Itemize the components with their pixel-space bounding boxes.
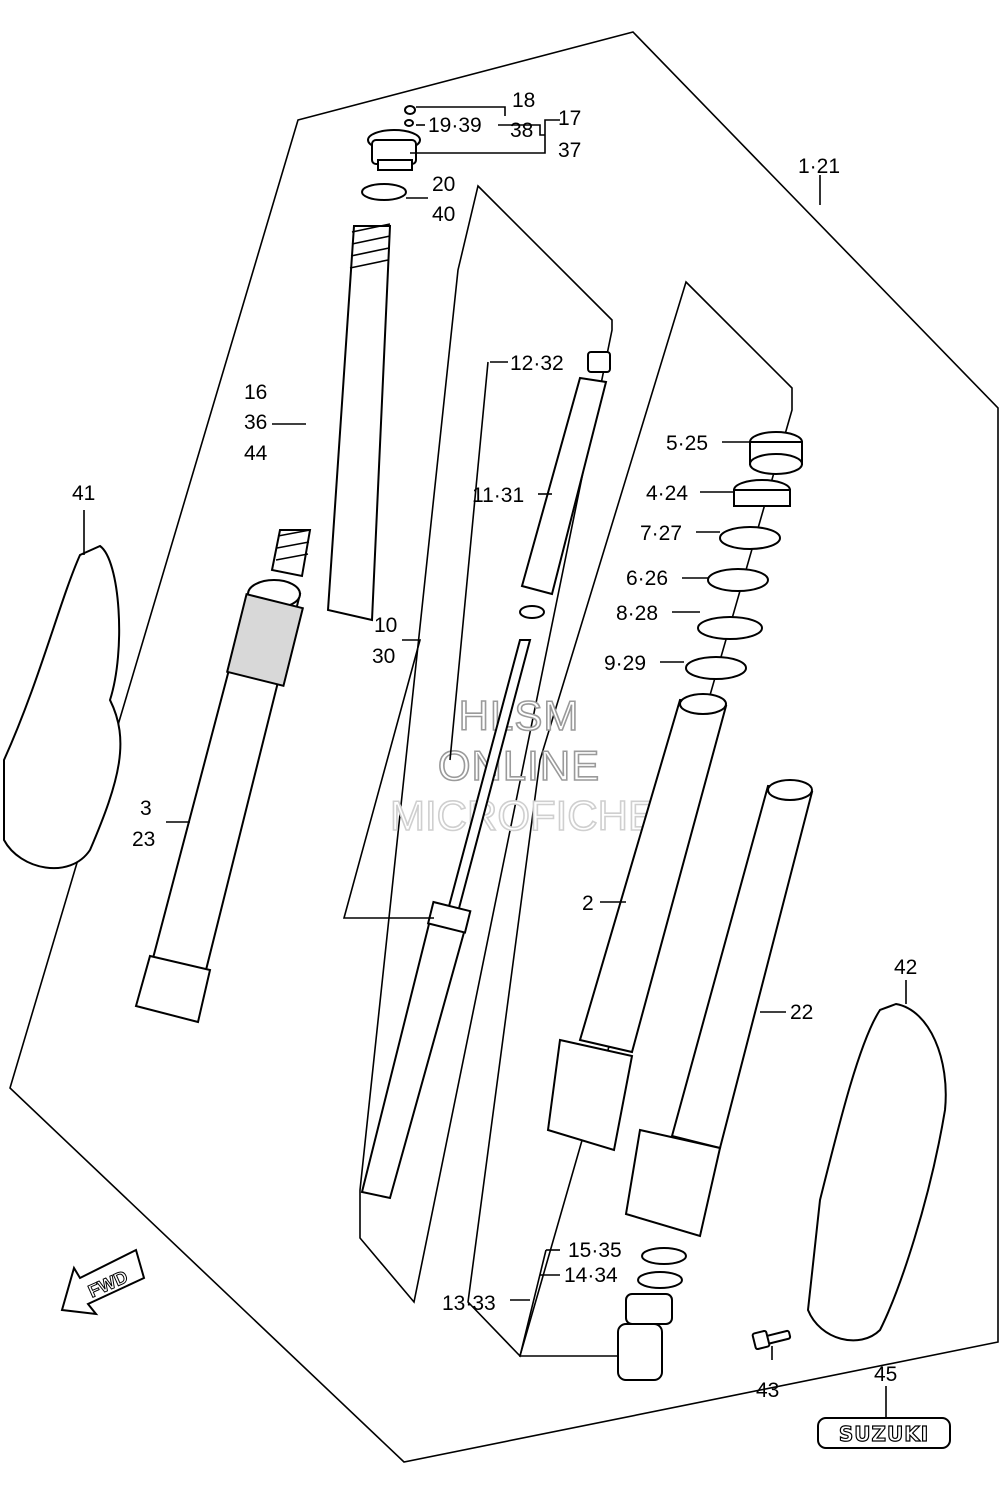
callout-22: 22 [790, 1001, 813, 1024]
part-seal-stack [685, 431, 803, 680]
part-cap-bolt [367, 105, 421, 171]
leader-lines [83, 106, 907, 1418]
part-outer-tube-22 [624, 779, 814, 1238]
callout-43: 43 [756, 1379, 779, 1402]
part-base-valve [617, 1247, 687, 1381]
callout-1-21: 1·21 [798, 155, 840, 178]
watermark: HLSM ONLINE MICROFICHE [389, 691, 657, 840]
part-fork-guard-42 [806, 1002, 947, 1342]
callout-18: 18 [512, 89, 535, 112]
callout-3: 3 [140, 797, 152, 820]
callout-38: 38 [510, 119, 533, 142]
svg-text:HLSM: HLSM [459, 692, 580, 739]
part-suzuki-emblem: SUZUKI [817, 1417, 951, 1449]
callout-13-33: 13·33 [442, 1292, 496, 1315]
callout-5-25: 5·25 [666, 432, 708, 455]
part-o-ring-20 [361, 183, 407, 201]
callout-45: 45 [874, 1363, 897, 1386]
callout-4-24: 4·24 [646, 482, 688, 505]
callout-7-27: 7·27 [640, 522, 682, 545]
callout-17: 17 [558, 107, 581, 130]
callout-44: 44 [244, 442, 268, 465]
callout-12-32: 12·32 [510, 352, 564, 375]
callout-20: 20 [432, 173, 455, 196]
callout-8-28: 8·28 [616, 602, 658, 625]
part-inner-tube [134, 579, 305, 1024]
part-bolt-43 [751, 1329, 792, 1351]
callout-23: 23 [132, 828, 155, 851]
svg-text:ONLINE: ONLINE [438, 742, 600, 789]
part-fork-guard-41 [3, 544, 122, 870]
callout-36: 36 [244, 411, 267, 434]
callout-37: 37 [558, 139, 581, 162]
callout-15-35: 15·35 [568, 1239, 622, 1262]
callout-11-31: 11·31 [472, 484, 524, 507]
callout-41: 41 [72, 482, 95, 505]
part-spring [270, 223, 392, 622]
part-damper-cartridge [360, 351, 611, 1200]
callout-10: 10 [374, 614, 397, 637]
forward-direction-arrow: FWD [60, 1248, 146, 1316]
callout-16: 16 [244, 381, 267, 404]
callout-2: 2 [582, 892, 594, 915]
callout-40: 40 [432, 203, 455, 226]
svg-text:MICROFICHE: MICROFICHE [390, 792, 656, 839]
callout-6-26: 6·26 [626, 567, 668, 590]
callout-labels: 18 19·39 38 17 37 1·21 20 40 16 36 44 12… [72, 89, 917, 1402]
part-outer-tube-2 [546, 693, 728, 1152]
callout-14-34: 14·34 [564, 1264, 618, 1287]
callout-19-39: 19·39 [428, 114, 482, 137]
svg-text:SUZUKI: SUZUKI [839, 1422, 929, 1446]
assembly-frame-damper [359, 184, 613, 1304]
callout-30: 30 [372, 645, 395, 668]
assembly-frame-outer [9, 31, 999, 1463]
callout-9-29: 9·29 [604, 652, 646, 675]
callout-42: 42 [894, 956, 917, 979]
